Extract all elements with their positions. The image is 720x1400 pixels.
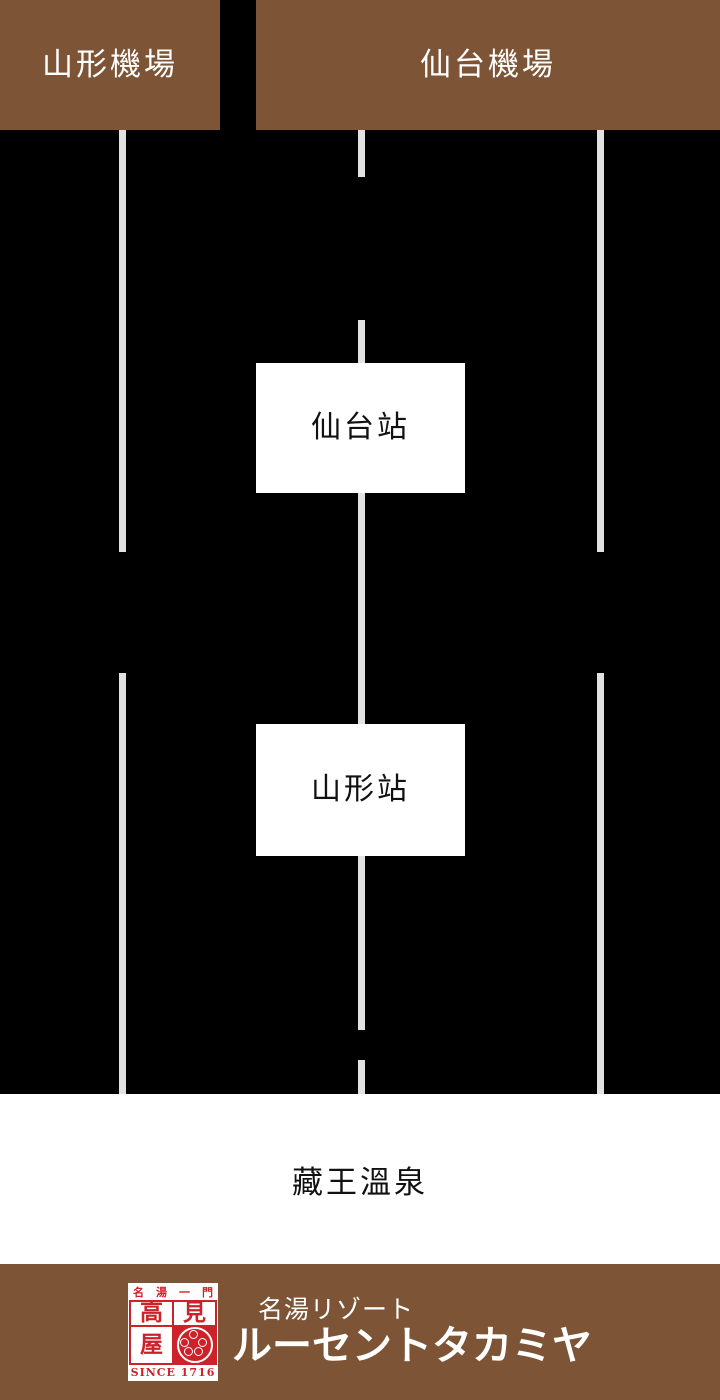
footer-wordmark-line1: 名湯リゾート: [258, 1294, 415, 1324]
logo-top-char-4: 門: [202, 1285, 213, 1299]
plum-blossom-crest-icon: [176, 1327, 213, 1364]
station-box-yamagata[interactable]: 山形站: [256, 724, 465, 856]
logo-cell-mi: 見: [174, 1302, 215, 1326]
logo-since-text: SINCE 1716: [130, 1366, 216, 1380]
footer-wordmark-line2: ルーセントタカミヤ: [232, 1323, 592, 1370]
takamiya-logo-icon: 名 湯 一 門 高 見: [128, 1283, 218, 1381]
right-route-segment-1: [597, 130, 604, 552]
logo-top-char-3: 一: [179, 1285, 190, 1299]
center-route-segment-2: [358, 320, 365, 363]
left-route-segment-2: [119, 673, 126, 1094]
footer-bar: 名 湯 一 門 高 見: [0, 1264, 720, 1400]
header-box-yamagata-airport-label: 山形機場: [42, 46, 178, 83]
center-route-segment-1: [358, 130, 365, 177]
logo-cell-ya: 屋: [131, 1327, 172, 1364]
destination-label: 藏王溫泉: [292, 1164, 428, 1201]
header-box-sendai-airport[interactable]: 仙台機場: [256, 0, 720, 130]
center-route-segment-3: [358, 492, 365, 724]
logo-char-mi: 見: [183, 1302, 206, 1326]
station-box-yamagata-label: 山形站: [311, 772, 410, 807]
station-box-sendai-label: 仙台站: [311, 410, 410, 445]
logo-top-row: 名 湯 一 門: [129, 1284, 217, 1300]
center-route-segment-5: [358, 1060, 365, 1094]
footer-wordmark: 名湯リゾート ルーセントタカミヤ: [232, 1294, 592, 1370]
logo-cell-taka: 高: [131, 1302, 172, 1326]
logo-top-char-2: 湯: [156, 1285, 167, 1299]
destination-band-zao-onsen[interactable]: 藏王溫泉: [0, 1094, 720, 1272]
left-route-segment-1: [119, 130, 126, 552]
logo-top-char-1: 名: [133, 1285, 144, 1299]
logo-since-row: SINCE 1716: [129, 1365, 217, 1380]
header-box-sendai-airport-label: 仙台機場: [420, 46, 556, 83]
right-route-segment-2: [597, 673, 604, 1094]
header-box-yamagata-airport[interactable]: 山形機場: [0, 0, 220, 130]
station-box-sendai[interactable]: 仙台站: [256, 363, 465, 493]
logo-char-ya: 屋: [140, 1331, 163, 1358]
logo-cell-crest: [174, 1327, 215, 1364]
logo-char-taka: 高: [140, 1302, 163, 1326]
logo-main-block: 高 見 屋: [129, 1300, 217, 1366]
center-route-segment-4: [358, 856, 365, 1030]
